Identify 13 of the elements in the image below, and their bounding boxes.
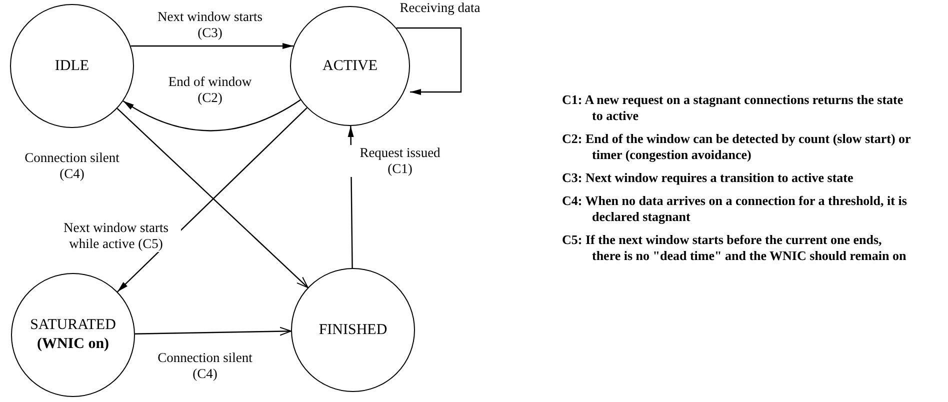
- condition-note: C1: A new request on a stagnant connections returns the state to active: [562, 92, 904, 124]
- transition-arrow: [130, 43, 294, 49]
- transition-arrow: [134, 326, 292, 336]
- state-name: IDLE: [54, 56, 90, 76]
- condition-note: C2: End of the window can be detected by count (slow start) or timer (congestion avoidance): [562, 131, 912, 163]
- condition-note: C4: When no data arrives on a connection for a threshold, it is declared stagnant: [562, 193, 908, 225]
- transition-arrow: [396, 27, 462, 95]
- state-name: SATURATED (WNIC on): [29, 316, 117, 354]
- condition-note: C5: If the next window starts before the current one ends, there is no "dead time" and the WNIC should remain on: [562, 232, 908, 264]
- condition-note: C3: Next window requires a transition to active state: [562, 170, 854, 186]
- transition-arrow: [122, 99, 301, 132]
- state-name: ACTIVE: [322, 56, 378, 76]
- state-name: FINISHED: [318, 320, 388, 340]
